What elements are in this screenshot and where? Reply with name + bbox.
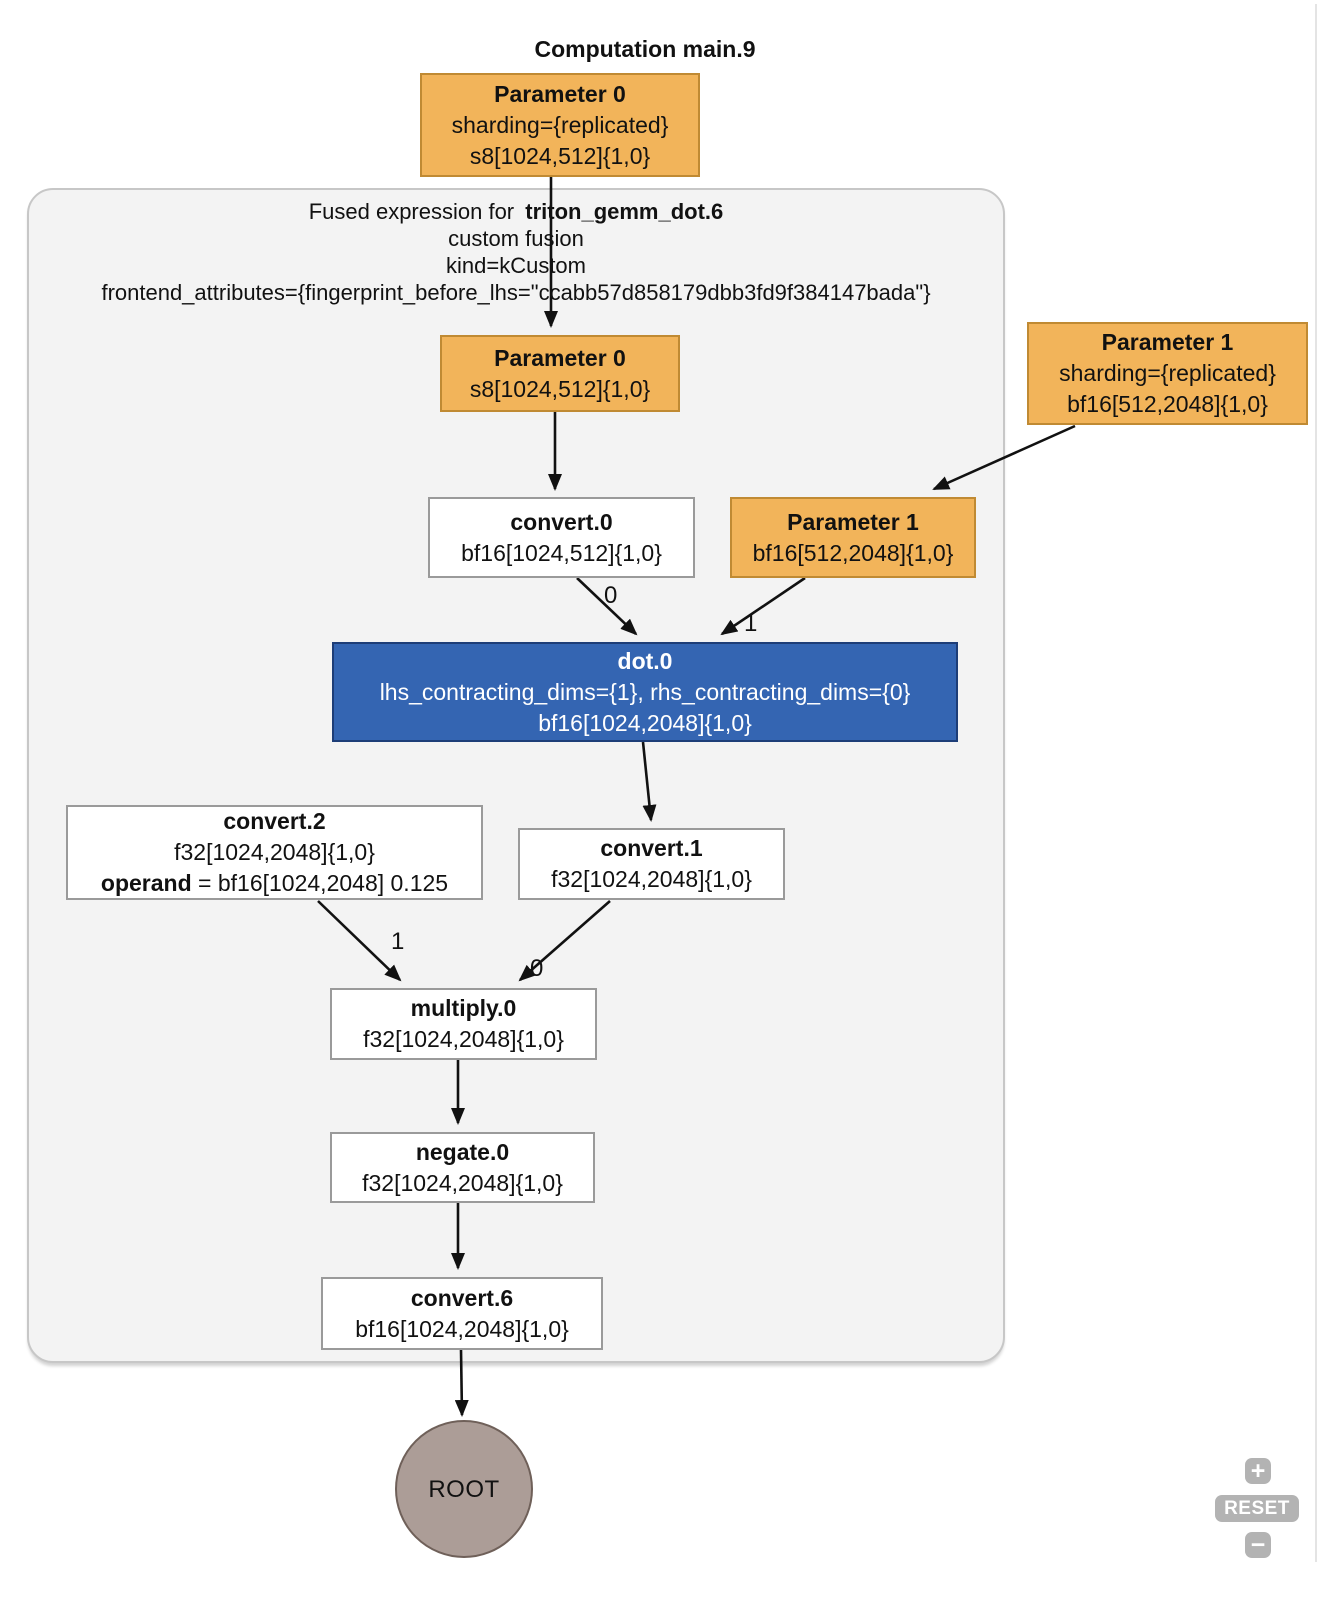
edge-label-param1-dot0: 1	[744, 610, 758, 637]
fusion-cluster-header: Fused expression for triton_gemm_dot.6 c…	[27, 198, 1005, 306]
node-shape: bf16[1024,2048]{1,0}	[355, 1315, 569, 1342]
node-title: Parameter 0	[494, 80, 626, 107]
node-convert6[interactable]: convert.6 bf16[1024,2048]{1,0}	[321, 1277, 603, 1350]
edge-label-convert1-multiply0: 0	[530, 955, 544, 982]
panel-divider	[1315, 4, 1317, 1562]
node-dot0[interactable]: dot.0 lhs_contracting_dims={1}, rhs_cont…	[332, 642, 958, 742]
reset-button[interactable]: RESET	[1215, 1495, 1299, 1522]
node-title: convert.2	[223, 808, 326, 834]
node-shape: bf16[512,2048]{1,0}	[752, 539, 954, 566]
node-sharding: sharding={replicated}	[451, 111, 669, 138]
node-shape: s8[1024,512]{1,0}	[469, 142, 651, 169]
node-parameter-1-outer[interactable]: Parameter 1 sharding={replicated} bf16[5…	[1027, 322, 1308, 425]
node-shape: f32[1024,2048]{1,0}	[362, 1169, 563, 1196]
node-parameter-0-inner[interactable]: Parameter 0 s8[1024,512]{1,0}	[440, 335, 680, 412]
node-title: Parameter 1	[1101, 329, 1234, 355]
node-title: convert.0	[510, 508, 613, 535]
cluster-header-line4: frontend_attributes={fingerprint_before_…	[101, 280, 931, 305]
edge-label-convert0-dot0: 0	[604, 582, 618, 609]
node-title: dot.0	[617, 647, 673, 674]
operand-value: = bf16[1024,2048] 0.125	[191, 870, 449, 896]
node-title: convert.1	[600, 835, 703, 861]
node-sharding: sharding={replicated}	[1059, 360, 1276, 386]
node-shape: bf16[512,2048]{1,0}	[1067, 391, 1268, 417]
cluster-header-line2: custom fusion	[448, 226, 584, 251]
node-shape: f32[1024,2048]{1,0}	[174, 839, 375, 865]
node-shape: bf16[1024,512]{1,0}	[461, 539, 662, 566]
computation-title: Computation main.9	[534, 36, 756, 62]
node-shape: f32[1024,2048]{1,0}	[551, 866, 752, 892]
node-title: Parameter 1	[787, 508, 919, 535]
node-title: multiply.0	[410, 995, 517, 1021]
cluster-header-line1: Fused expression for triton_gemm_dot.6	[27, 198, 1005, 225]
node-shape: s8[1024,512]{1,0}	[469, 375, 651, 402]
node-convert1[interactable]: convert.1 f32[1024,2048]{1,0}	[518, 828, 785, 900]
cluster-header-prefix: Fused expression for	[308, 199, 521, 224]
node-parameter-1-inner[interactable]: Parameter 1 bf16[512,2048]{1,0}	[730, 497, 976, 578]
cluster-header-line3: kind=kCustom	[445, 253, 586, 278]
node-convert2[interactable]: convert.2 f32[1024,2048]{1,0} operand = …	[66, 805, 483, 900]
zoom-in-button[interactable]: +	[1245, 1458, 1271, 1484]
cluster-fusion-name: triton_gemm_dot.6	[525, 199, 724, 224]
node-multiply0[interactable]: multiply.0 f32[1024,2048]{1,0}	[330, 988, 597, 1060]
node-attributes: lhs_contracting_dims={1}, rhs_contractin…	[379, 678, 911, 705]
node-shape: f32[1024,2048]{1,0}	[363, 1026, 564, 1052]
node-title: negate.0	[415, 1138, 510, 1165]
node-convert0[interactable]: convert.0 bf16[1024,512]{1,0}	[428, 497, 695, 578]
node-parameter-0-outer[interactable]: Parameter 0 sharding={replicated} s8[102…	[420, 73, 700, 177]
node-title: convert.6	[410, 1284, 514, 1311]
edge-label-convert2-multiply0: 1	[391, 928, 405, 955]
node-title: Parameter 0	[494, 344, 626, 371]
node-operand-line: operand = bf16[1024,2048] 0.125	[101, 868, 448, 899]
node-title: ROOT	[428, 1475, 500, 1503]
zoom-out-button[interactable]: −	[1245, 1532, 1271, 1558]
node-shape: bf16[1024,2048]{1,0}	[538, 709, 752, 736]
node-root[interactable]: ROOT	[395, 1420, 533, 1558]
node-negate0[interactable]: negate.0 f32[1024,2048]{1,0}	[330, 1132, 595, 1203]
operand-key: operand	[100, 870, 192, 896]
